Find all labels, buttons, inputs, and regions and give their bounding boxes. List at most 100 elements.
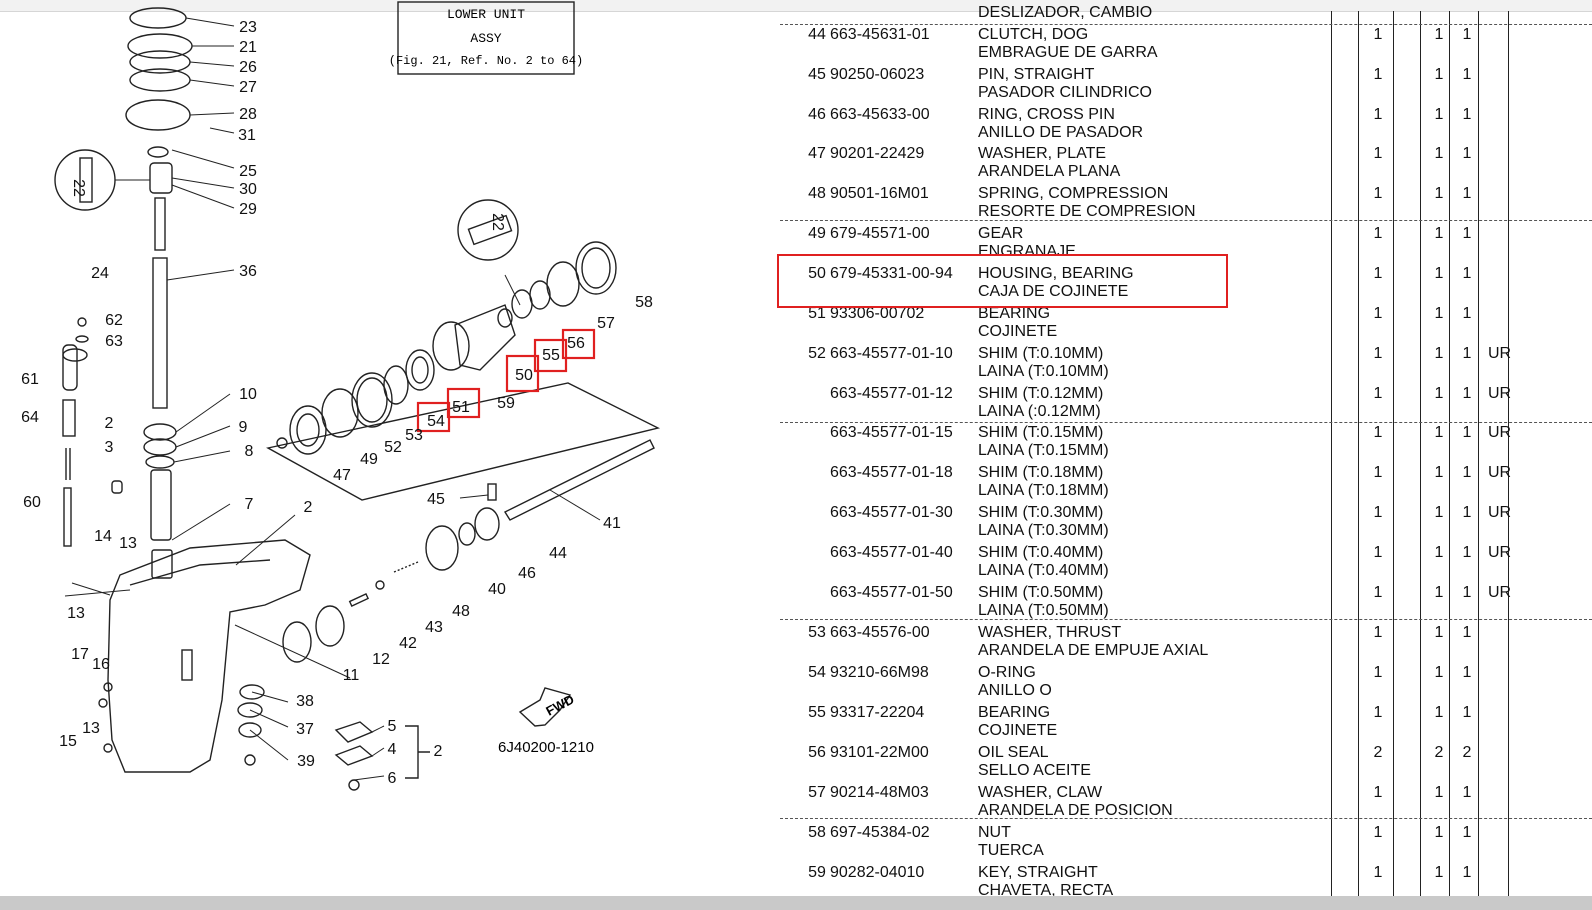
- callout-label: 62: [105, 312, 123, 329]
- quantity-2: 1: [1434, 225, 1444, 242]
- callout-label: 63: [105, 333, 123, 350]
- callout-label: 25: [239, 163, 257, 180]
- description-es: COJINETE: [978, 323, 1058, 340]
- callout-label: 9: [239, 419, 248, 436]
- quantity-1: 1: [1373, 584, 1383, 601]
- part-number: 93306-00702: [830, 305, 925, 322]
- callout-label: 10: [239, 386, 257, 403]
- description-en: SHIM (T:0.30MM): [978, 504, 1104, 521]
- table-row: 663-45577-01-15 SHIM (T:0.15MM)LAINA (T:0…: [780, 420, 1580, 459]
- description-es: LAINA (T:0.15MM): [978, 442, 1109, 459]
- description-en: SHIM (T:0.10MM): [978, 345, 1104, 362]
- quantity-1: 1: [1373, 464, 1383, 481]
- quantity-2: 1: [1434, 704, 1444, 721]
- part-number: 697-45384-02: [830, 824, 930, 841]
- ref-number: 53: [808, 624, 826, 641]
- quantity-3: 1: [1462, 704, 1472, 721]
- quantity-2: 1: [1434, 385, 1444, 402]
- callout-label: 43: [425, 619, 443, 636]
- description-es: CHAVETA, RECTA: [978, 882, 1114, 899]
- quantity-2: 1: [1434, 544, 1444, 561]
- callout-label: 64: [21, 409, 39, 426]
- quantity-2: 1: [1434, 305, 1444, 322]
- quantity-3: 1: [1462, 424, 1472, 441]
- callout-label: 60: [23, 494, 41, 511]
- quantity-3: 2: [1462, 744, 1472, 761]
- callout-label: 52: [384, 439, 402, 456]
- description-en: RING, CROSS PIN: [978, 106, 1115, 123]
- ref-number: 49: [808, 225, 826, 242]
- part-number: 663-45577-01-10: [830, 345, 953, 362]
- part-number: 93210-66M98: [830, 664, 929, 681]
- callout-label: 37: [296, 721, 314, 738]
- description-es: EMBRAGUE DE GARRA: [978, 44, 1158, 61]
- ref-number: 59: [808, 864, 826, 881]
- ref-number: 56: [808, 744, 826, 761]
- part-number: 679-45331-00-94: [830, 265, 953, 282]
- quantity-3: 1: [1462, 624, 1472, 641]
- quantity-3: 1: [1462, 385, 1472, 402]
- description-en: OIL SEAL: [978, 744, 1049, 761]
- column-divider: [1478, 11, 1479, 896]
- diagram-code: 6J40200-1210: [498, 739, 594, 756]
- quantity-1: 1: [1373, 824, 1383, 841]
- callout-label: 61: [21, 371, 39, 388]
- quantity-3: 1: [1462, 504, 1472, 521]
- callout-label: 28: [239, 106, 257, 123]
- callout-label: 31: [238, 127, 256, 144]
- part-number: 663-45633-00: [830, 106, 930, 123]
- callout-label: 7: [245, 496, 254, 513]
- callout-label: 17: [71, 646, 89, 663]
- part-number: 663-45577-01-15: [830, 424, 953, 441]
- quantity-1: 1: [1373, 504, 1383, 521]
- callout-label: 42: [399, 635, 417, 652]
- column-divider: [1393, 11, 1394, 896]
- ref-number: 45: [808, 66, 826, 83]
- remarks: UR: [1488, 424, 1512, 441]
- callout-label: 3: [105, 439, 114, 456]
- quantity-1: 1: [1373, 624, 1383, 641]
- description-en: WASHER, THRUST: [978, 624, 1122, 641]
- row-separator: [780, 220, 1592, 221]
- description-en: PIN, STRAIGHT: [978, 66, 1095, 83]
- description-en: SHIM (T:0.40MM): [978, 544, 1104, 561]
- description-en: SHIM (T:0.50MM): [978, 584, 1104, 601]
- callout-label: 11: [343, 667, 360, 684]
- part-number: 90201-22429: [830, 145, 925, 162]
- callout-label: 13: [67, 605, 85, 622]
- quantity-3: 1: [1462, 106, 1472, 123]
- callout-label: 5: [388, 718, 397, 735]
- callout-label: 54: [427, 413, 445, 430]
- quantity-2: 1: [1434, 145, 1444, 162]
- callout-label: 45: [427, 491, 445, 508]
- ref-number: 52: [808, 345, 826, 362]
- quantity-3: 1: [1462, 544, 1472, 561]
- part-number: 90214-48M03: [830, 784, 929, 801]
- description-es: SELLO ACEITE: [978, 762, 1091, 779]
- callout-label: 56: [567, 335, 585, 352]
- quantity-1: 1: [1373, 225, 1383, 242]
- description-es: COJINETE: [978, 722, 1058, 739]
- row-separator: [780, 619, 1592, 620]
- remarks: UR: [1488, 504, 1512, 521]
- callout-label: 6: [388, 770, 397, 787]
- quantity-3: 1: [1462, 464, 1472, 481]
- description-en: SHIM (T:0.15MM): [978, 424, 1104, 441]
- callout-label: 13: [119, 535, 137, 552]
- quantity-3: 1: [1462, 185, 1472, 202]
- description-en: SHIM (T:0.12MM): [978, 385, 1104, 402]
- part-number: 663-45577-01-18: [830, 464, 953, 481]
